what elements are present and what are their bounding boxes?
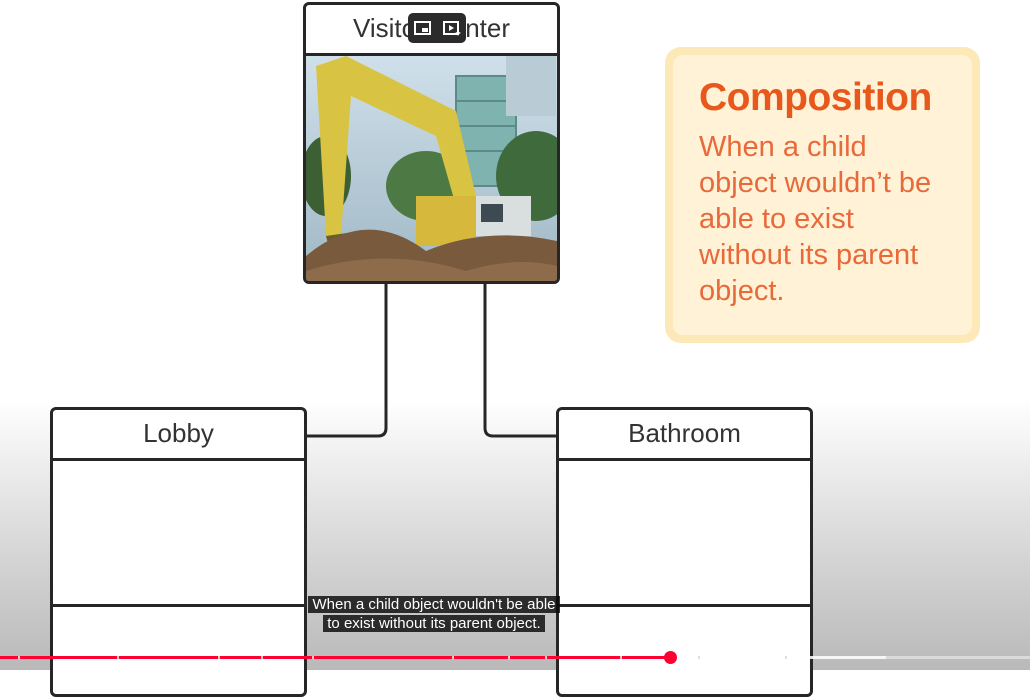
video-overlay-controls bbox=[408, 13, 466, 43]
lobby-title: Lobby bbox=[53, 410, 304, 461]
chapter-marker bbox=[698, 656, 700, 659]
chapter-marker bbox=[452, 656, 454, 659]
composition-title: Composition bbox=[699, 76, 932, 119]
progress-played bbox=[0, 656, 670, 659]
ai-summary-icon[interactable] bbox=[442, 19, 462, 37]
excavator-image bbox=[306, 56, 557, 281]
video-captions: When a child object wouldn't be able to … bbox=[302, 595, 566, 633]
composition-definition: When a child object wouldn’t be able to … bbox=[699, 131, 932, 307]
connector-lines bbox=[305, 282, 558, 438]
composition-card-inner: Composition When a child object wouldn’t… bbox=[673, 55, 972, 335]
chapter-marker bbox=[18, 656, 20, 659]
lobby-box: Lobby bbox=[50, 407, 307, 697]
composition-card: Composition When a child object wouldn’t… bbox=[665, 47, 980, 343]
lobby-divider bbox=[53, 604, 304, 607]
bathroom-box: Bathroom bbox=[556, 407, 813, 697]
connector-lobby bbox=[305, 282, 388, 438]
caption-line-2: to exist without its parent object. bbox=[323, 615, 545, 632]
chapter-marker bbox=[785, 656, 787, 659]
chapter-marker bbox=[312, 656, 314, 659]
chapter-marker bbox=[117, 656, 119, 659]
bathroom-title: Bathroom bbox=[559, 410, 810, 461]
chapter-marker bbox=[620, 656, 622, 659]
bathroom-divider bbox=[559, 604, 810, 607]
visitor-center-box: Visitor Center bbox=[303, 2, 560, 284]
caption-line-1: When a child object wouldn't be able bbox=[308, 596, 560, 613]
chapter-marker bbox=[218, 656, 220, 659]
progress-scrubber[interactable] bbox=[663, 651, 677, 664]
connector-bathroom bbox=[483, 282, 558, 438]
chapter-marker bbox=[508, 656, 510, 659]
chapter-marker bbox=[261, 656, 263, 659]
chapter-marker bbox=[545, 656, 547, 659]
mini-player-icon[interactable] bbox=[413, 19, 433, 37]
video-progress-bar[interactable] bbox=[0, 651, 1030, 664]
